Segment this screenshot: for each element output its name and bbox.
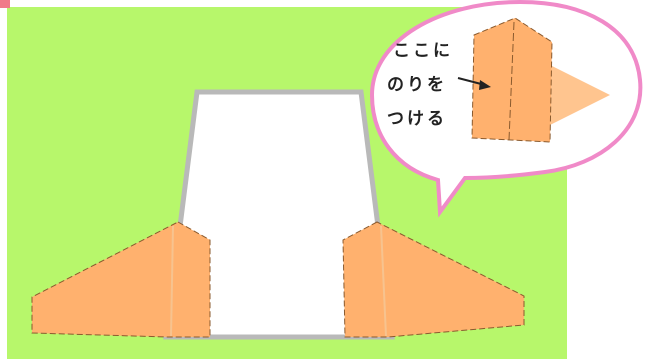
beak-triangle	[540, 60, 610, 130]
callout-line-3: つける	[387, 109, 447, 129]
right-wing-fold-line	[380, 225, 387, 337]
left-wing-fold-line	[170, 225, 174, 337]
callout-line-1: ここに	[393, 41, 453, 61]
glue-tab-center-line	[508, 21, 515, 141]
left-wing	[31, 221, 211, 338]
left-wing-paper	[31, 221, 211, 338]
callout-line-2: のりを	[387, 75, 447, 95]
corner-mark	[0, 0, 10, 8]
right-wing-paper	[342, 221, 525, 338]
pointer-arrow	[457, 77, 491, 90]
arrow-head	[479, 80, 491, 90]
glue-tab-illustration	[471, 17, 610, 143]
right-wing	[342, 221, 525, 338]
